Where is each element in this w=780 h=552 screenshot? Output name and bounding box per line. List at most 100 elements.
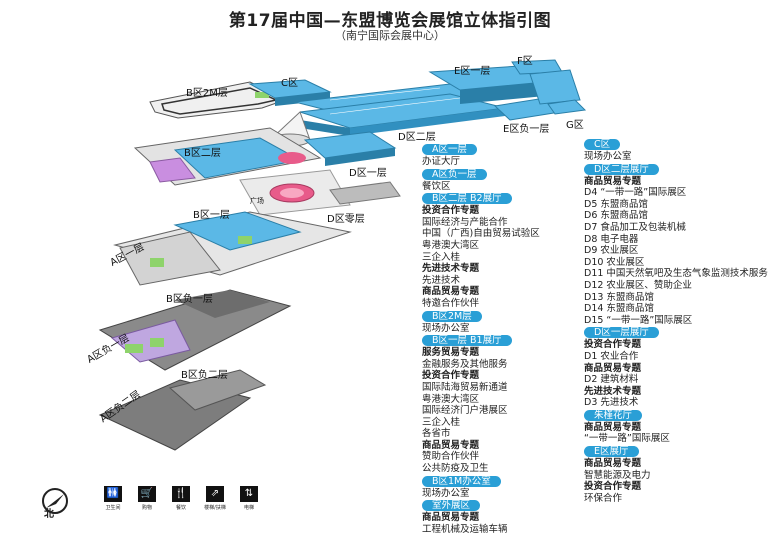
d0-level[interactable] xyxy=(329,181,401,205)
bminus1-aminus1-floor[interactable] xyxy=(98,289,292,371)
facility-legend: 🚻 卫生间 🛒 购物 🍴 餐饮 ⇗ 楼梯/扶梯 ⇅ 电梯 xyxy=(100,486,262,511)
list-item: 三企入桂 xyxy=(422,416,461,428)
page-title: 第17届中国—东盟博览会展馆立体指引图 xyxy=(228,11,552,31)
label-c: C区 xyxy=(281,78,298,89)
legend-label: 卫生间 xyxy=(105,505,121,511)
section-header: D区二层展厅 xyxy=(584,163,659,175)
legend-item: 🍴 餐饮 xyxy=(168,486,194,511)
label-g: G区 xyxy=(566,120,584,131)
list-item: 国际经济与产能合作 xyxy=(422,216,508,228)
list-item: 国际经济门户港展区 xyxy=(422,405,508,417)
legend-label: 电梯 xyxy=(243,505,254,511)
list-item: D14 东盟商品馆 xyxy=(584,303,654,315)
b2m-level[interactable] xyxy=(149,81,287,119)
list-item: 先进技术 xyxy=(422,274,461,286)
list-item: D5 东盟商品馆 xyxy=(584,198,648,210)
topic-heading: 商品贸易专题 xyxy=(422,439,480,451)
label-eb1: E区负一层 xyxy=(503,124,550,135)
b2-floor[interactable] xyxy=(133,127,322,186)
topic-heading: 商品贸易专题 xyxy=(422,512,480,524)
list-item: 国际陆海贸易新通道 xyxy=(422,381,508,393)
list-item: 粤港澳大湾区 xyxy=(422,239,480,251)
list-item: 现场办公室 xyxy=(422,322,470,334)
list-item: D1 农业合作 xyxy=(584,350,639,362)
label-e1: E区一层 xyxy=(454,66,491,77)
list-item: D4 “一带一路”国际展区 xyxy=(584,187,687,199)
list-item: 金融服务及其他服务 xyxy=(422,358,508,370)
legend-label: 购物 xyxy=(141,505,152,511)
c-zone[interactable] xyxy=(248,79,332,106)
topic-heading: 先进技术专题 xyxy=(422,263,480,275)
section-header: B区一层 B1展厅 xyxy=(422,335,512,347)
list-item: 各省市 xyxy=(422,428,451,440)
list-item: D3 先进技术 xyxy=(584,397,639,409)
label-b2: B区二层 xyxy=(184,148,221,159)
label-plaza: 广场 xyxy=(250,197,264,205)
list-item: 现场办公室 xyxy=(584,151,632,162)
list-item: 办证大厅 xyxy=(422,156,461,167)
d1-halls[interactable] xyxy=(303,131,397,166)
topic-heading: 投资合作专题 xyxy=(584,481,642,493)
section-header: B区2M层 xyxy=(422,310,482,322)
list-item: 中国（广西)自由贸易试验区 xyxy=(422,228,540,240)
section-header: E区展厅 xyxy=(584,446,639,458)
legend-item: 🚻 卫生间 xyxy=(100,486,126,511)
b1-a1-floor[interactable] xyxy=(113,211,352,286)
legend-item: ⇗ 楼梯/扶梯 xyxy=(202,486,228,511)
topic-heading: 商品贸易专题 xyxy=(584,362,642,374)
bminus2-aminus2-floor[interactable] xyxy=(98,369,267,451)
section-header: D区一层展厅 xyxy=(584,327,659,339)
elevator-icon: ⇅ xyxy=(240,486,258,502)
d2-halls[interactable] xyxy=(294,83,506,136)
list-item: 智慧能源及电力 xyxy=(584,469,651,481)
section-header: 室外展区 xyxy=(422,500,481,512)
list-item: D2 建筑材料 xyxy=(584,374,639,386)
label-bb2: B区负二层 xyxy=(181,370,228,381)
list-item: D11 中国天然氧吧及生态气象监测技术服务 xyxy=(584,268,768,280)
list-item: “一带一路”国际展区 xyxy=(584,433,670,445)
list-item: 赞助合作伙伴 xyxy=(422,451,480,463)
page-subtitle: （南宁国际会展中心） xyxy=(335,29,445,42)
list-item: D13 东盟商品馆 xyxy=(584,291,654,303)
section-header: C区 xyxy=(584,139,621,150)
topic-heading: 投资合作专题 xyxy=(584,339,642,351)
topic-heading: 商品贸易专题 xyxy=(584,421,642,433)
dining-icon: 🍴 xyxy=(172,486,190,502)
topic-heading: 服务贸易专题 xyxy=(422,347,480,359)
section-header: B区1M办公室 xyxy=(422,475,501,487)
list-item: 餐饮区 xyxy=(422,180,451,192)
plaza[interactable] xyxy=(239,169,351,216)
list-item: 公共防疫及卫生 xyxy=(422,463,489,475)
list-item: 三企入桂 xyxy=(422,251,461,263)
escalator-icon: ⇗ xyxy=(206,486,224,502)
topic-heading: 商品贸易专题 xyxy=(584,175,642,187)
label-bb1: B区负一层 xyxy=(166,294,213,305)
label-d0: D区零层 xyxy=(327,214,365,225)
list-item: D8 电子电器 xyxy=(584,233,639,245)
restroom-icon: 🚻 xyxy=(104,486,122,502)
section-header: A区一层 xyxy=(422,144,477,155)
label-d1: D区一层 xyxy=(349,168,387,179)
list-item: 环保合作 xyxy=(584,492,623,504)
label-d2: D区二层 xyxy=(398,132,436,143)
shopping-icon: 🛒 xyxy=(138,486,156,502)
list-item: 特邀合作伙伴 xyxy=(422,297,480,309)
section-header: A区负一层 xyxy=(422,168,487,180)
list-item: D10 农业展区 xyxy=(584,256,645,268)
north-arrow-icon xyxy=(42,488,68,514)
legend-item: ⇅ 电梯 xyxy=(236,486,262,511)
list-item: D12 农业展区、赞助企业 xyxy=(584,279,692,291)
legend-label: 餐饮 xyxy=(175,505,186,511)
f-zone[interactable] xyxy=(511,59,587,115)
label-b2m: B区2M层 xyxy=(186,88,228,99)
legend-label: 楼梯/扶梯 xyxy=(204,505,226,511)
topic-heading: 投资合作专题 xyxy=(422,370,480,382)
topic-heading: 先进技术专题 xyxy=(584,385,642,397)
list-item: D6 东盟商品馆 xyxy=(584,210,648,222)
topic-heading: 商品贸易专题 xyxy=(584,458,642,470)
label-f: F区 xyxy=(517,56,533,67)
list-item: D7 食品加工及包装机械 xyxy=(584,221,686,233)
